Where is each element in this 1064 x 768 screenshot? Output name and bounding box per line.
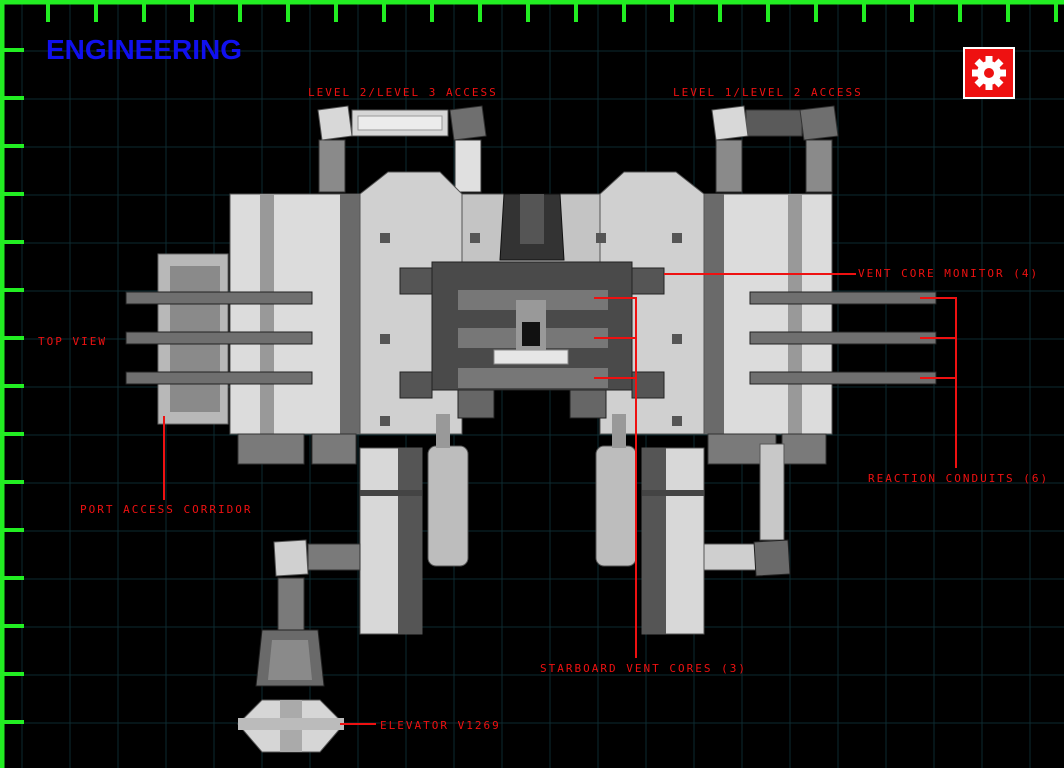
callout-level12-access: LEVEL 1/LEVEL 2 ACCESS <box>673 86 863 99</box>
ship-structure <box>125 105 937 753</box>
level23-access-tube[interactable] <box>317 105 487 193</box>
callout-vent-core-monitor: VENT CORE MONITOR (4) <box>858 267 1040 280</box>
page-title: ENGINEERING <box>46 34 243 65</box>
hull-starboard-wing <box>703 193 833 465</box>
view-label: TOP VIEW <box>38 335 107 348</box>
callout-level23-access: LEVEL 2/LEVEL 3 ACCESS <box>308 86 498 99</box>
level12-access-tube[interactable] <box>711 105 839 193</box>
reaction-conduits-starboard[interactable] <box>749 291 937 385</box>
reaction-conduits-port[interactable] <box>125 291 313 385</box>
settings-button[interactable] <box>963 47 1015 99</box>
callout-reaction-conduits: REACTION CONDUITS (6) <box>868 472 1050 485</box>
elevator-v1269[interactable] <box>237 629 345 753</box>
hull-port-wing <box>157 193 361 465</box>
gear-icon <box>972 56 1006 90</box>
hull-lower-legs <box>273 414 791 635</box>
callout-elevator: ELEVATOR V1269 <box>380 719 501 732</box>
callout-lines <box>163 273 957 725</box>
callout-port-access-corridor: PORT ACCESS CORRIDOR <box>80 503 253 516</box>
callout-starboard-vent-cores: STARBOARD VENT CORES (3) <box>540 662 747 675</box>
hull-core <box>359 171 705 435</box>
